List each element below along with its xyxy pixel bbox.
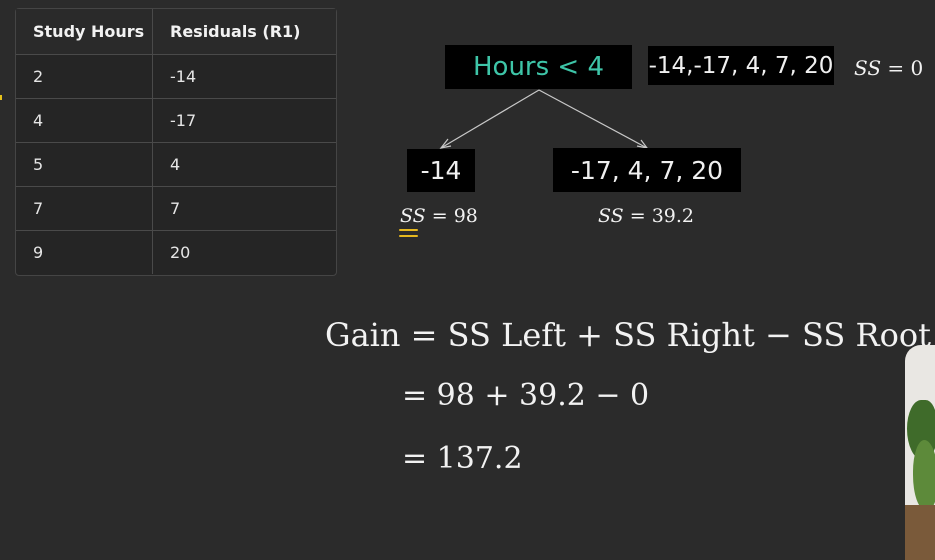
cell-residual: 7 <box>152 186 336 231</box>
root-residuals-box: -14,-17, 4, 7, 20 <box>648 46 834 85</box>
edge-root-right <box>538 89 648 149</box>
root-split-node: Hours < 4 <box>445 45 632 89</box>
table-row: 2 -14 <box>16 54 336 99</box>
table-row: 9 20 <box>16 230 336 274</box>
plant-leaf <box>913 440 935 510</box>
left-edge-marker <box>0 95 2 100</box>
header-residuals: Residuals (R1) <box>152 9 336 55</box>
cell-residual: -17 <box>152 98 336 143</box>
cell-residual: 4 <box>152 142 336 187</box>
root-ss-label: SS = 0 <box>854 56 923 80</box>
cell-residual: 20 <box>170 243 191 262</box>
table-header-row: Study Hours Residuals (R1) <box>16 9 336 55</box>
right-leaf-node: -17, 4, 7, 20 <box>553 148 741 192</box>
webcam-overlay <box>905 345 935 560</box>
table-row: 7 7 <box>16 186 336 231</box>
ss-value: = 39.2 <box>629 205 695 227</box>
ss-value: = 98 <box>431 205 478 227</box>
table-row: 4 -17 <box>16 98 336 143</box>
ss-symbol: SS <box>598 205 624 227</box>
cell-hours: 2 <box>16 54 153 99</box>
cell-hours: 4 <box>16 98 153 143</box>
left-ss-label: SS = 98 <box>400 205 478 227</box>
cell-residual: -14 <box>152 54 336 99</box>
highlight-double-underline <box>399 229 418 238</box>
gain-result: = 137.2 <box>402 441 523 476</box>
arrowhead-left <box>439 138 452 149</box>
right-ss-label: SS = 39.2 <box>598 205 694 227</box>
cell-hours: 5 <box>16 142 153 187</box>
residuals-table-card: Study Hours Residuals (R1) 2 -14 4 -17 5… <box>15 8 337 276</box>
gain-formula: Gain = SS Left + SS Right − SS Root <box>325 316 931 354</box>
cell-hours: 7 <box>16 186 153 231</box>
ss-symbol: SS <box>854 56 882 80</box>
left-leaf-node: -14 <box>407 149 475 192</box>
cell-hours: 9 <box>16 230 153 274</box>
table-row: 5 4 <box>16 142 336 187</box>
ss-symbol: SS <box>400 205 426 227</box>
residuals-table: Study Hours Residuals (R1) 2 -14 4 -17 5… <box>16 9 336 274</box>
gain-substitution: = 98 + 39.2 − 0 <box>402 378 650 413</box>
ss-value: = 0 <box>887 56 924 80</box>
edge-root-left <box>440 89 540 149</box>
plant-pot <box>905 505 935 560</box>
header-study-hours: Study Hours <box>16 9 153 55</box>
